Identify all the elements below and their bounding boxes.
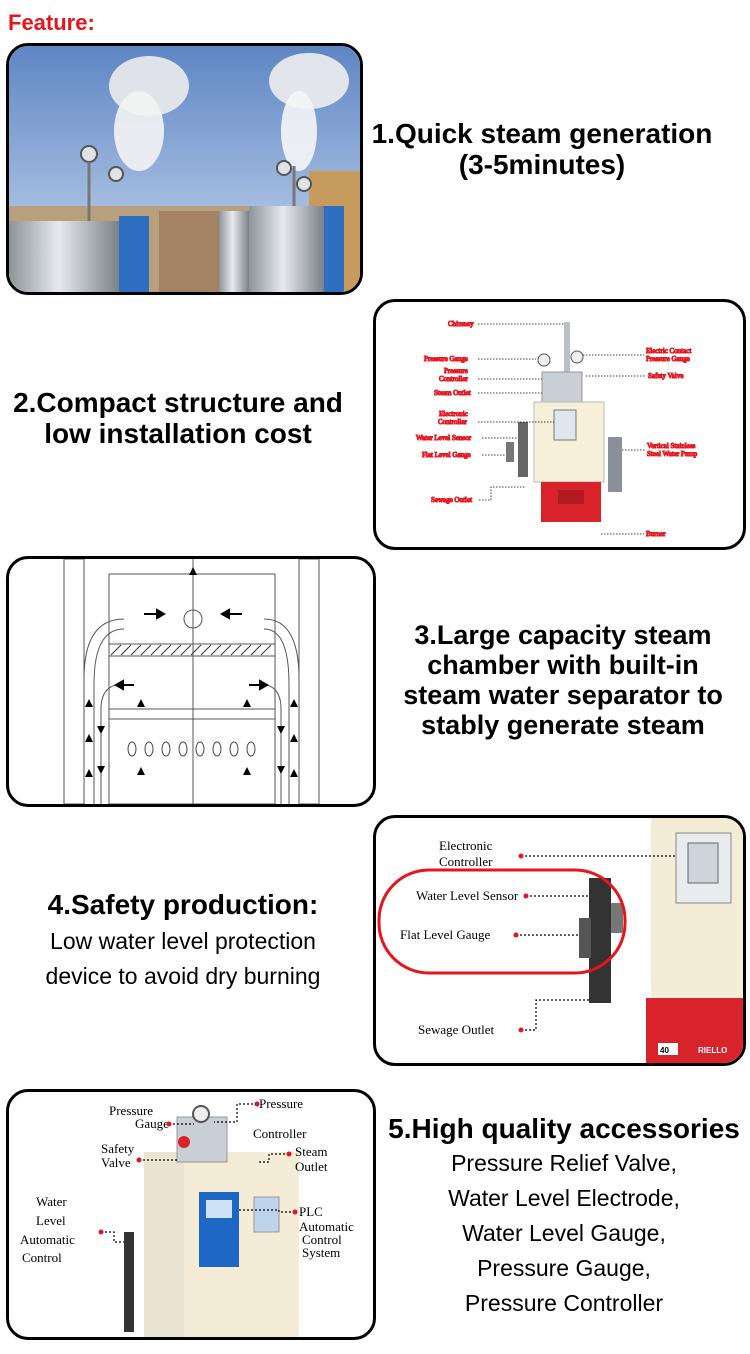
feature-1-caption: 1.Quick steam generation (3-5minutes): [371, 118, 713, 180]
boiler-component-diagram: Chimney Pressure Gauge Pressure Controll…: [373, 299, 746, 550]
label-pressure-controller-line1: Pressure: [259, 1096, 303, 1111]
label-pressure-gauge-line2: Gauge: [135, 1116, 169, 1131]
label-flat-level-gauge: Flat Level Gauge: [400, 927, 490, 942]
label-steam-outlet: Steam Outlet: [434, 389, 471, 397]
label-pressure-gauge: Pressure Gauge: [424, 355, 468, 363]
label-burner: Burner: [646, 530, 666, 538]
label-plc-line3: Control: [302, 1232, 342, 1247]
label-electronic-controller-line2: Controller: [438, 418, 467, 426]
label-pressure-controller-line1: Pressure: [444, 367, 468, 375]
steam-boilers-photo: [6, 43, 363, 295]
feature-5-title: 5.High quality accessories: [388, 1113, 740, 1144]
feature-4-title: 4.Safety production:: [47, 889, 319, 920]
burner-badge-brand: RIELLO: [698, 1046, 727, 1055]
label-electric-contact-line1: Electric Contact: [646, 347, 691, 355]
label-water-line3: Automatic: [20, 1232, 75, 1247]
label-sewage-outlet: Sewage Outlet: [431, 496, 472, 504]
feature-2-caption: 2.Compact structure and low installation…: [13, 387, 343, 449]
label-electronic-controller-line1: Electronic: [439, 838, 493, 853]
feature-3-caption: 3.Large capacity steam chamber with buil…: [403, 620, 723, 740]
label-steam-outlet-line1: Steam: [295, 1144, 328, 1159]
label-water-line2: Level: [36, 1213, 66, 1228]
label-electronic-controller-line1: Electronic: [439, 410, 468, 418]
label-electronic-controller-line2: Controller: [439, 854, 493, 869]
label-pressure-controller-line2: Controller: [253, 1126, 307, 1141]
label-water-line4: Control: [22, 1250, 62, 1265]
label-water-line1: Water: [36, 1194, 67, 1209]
label-safety-valve-line2: Valve: [101, 1155, 131, 1170]
feature-heading: Feature:: [8, 10, 95, 35]
label-flat-level-gauge: Flat Level Gauge: [422, 451, 471, 459]
label-pressure-controller-line2: Controller: [439, 375, 468, 383]
label-chimney: Chimney: [448, 320, 474, 328]
label-safety-valve-line1: Safety: [101, 1141, 135, 1156]
label-pressure-gauge-line1: Pressure: [109, 1103, 153, 1118]
water-level-protection-diagram: 40 RIELLO Electronic Controller Water Le…: [373, 815, 746, 1066]
feature-5-caption: 5.High quality accessories Pressure Reli…: [378, 1113, 750, 1321]
label-plc-line1: PLC: [299, 1204, 323, 1219]
accessories-diagram: Pressure Gauge Pressure Controller Safet…: [6, 1089, 376, 1340]
steam-chamber-cross-section: [6, 556, 376, 807]
label-sewage-outlet: Sewage Outlet: [418, 1022, 495, 1037]
label-water-level-sensor: Water Level Sensor: [416, 434, 472, 442]
label-pump-line2: Steel Water Pump: [647, 450, 698, 458]
label-plc-line4: System: [302, 1245, 340, 1260]
burner-badge-number: 40: [660, 1046, 669, 1055]
feature-4-caption: 4.Safety production: Low water level pro…: [0, 889, 366, 994]
label-plc-line2: Automatic: [299, 1219, 354, 1234]
label-pump-line1: Vertical Stainless: [647, 442, 696, 450]
label-electric-contact-line2: Pressure Gauge: [646, 355, 690, 363]
label-safety-valve: Safety Valve: [648, 372, 683, 380]
label-water-level-sensor: Water Level Sensor: [416, 888, 519, 903]
label-steam-outlet-line2: Outlet: [295, 1159, 328, 1174]
